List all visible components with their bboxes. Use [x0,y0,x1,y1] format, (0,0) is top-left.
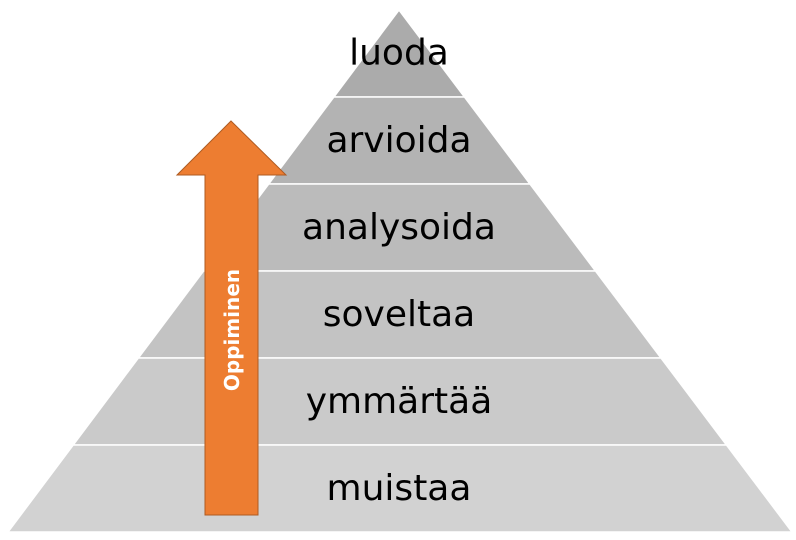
learning-arrow: Oppiminen [175,120,288,516]
pyramid-level-label: arvioida [326,120,471,161]
up-arrow-icon [175,120,288,516]
pyramid-level-label: soveltaa [323,294,475,335]
pyramid-level-label: muistaa [327,468,472,509]
pyramid-level-label: ymmärtää [306,381,493,422]
pyramid-level-label: analysoida [302,207,496,248]
pyramid-level-label: luoda [349,33,449,74]
pyramid-level-6 [6,444,794,533]
arrow-label: Oppiminen [220,269,244,391]
